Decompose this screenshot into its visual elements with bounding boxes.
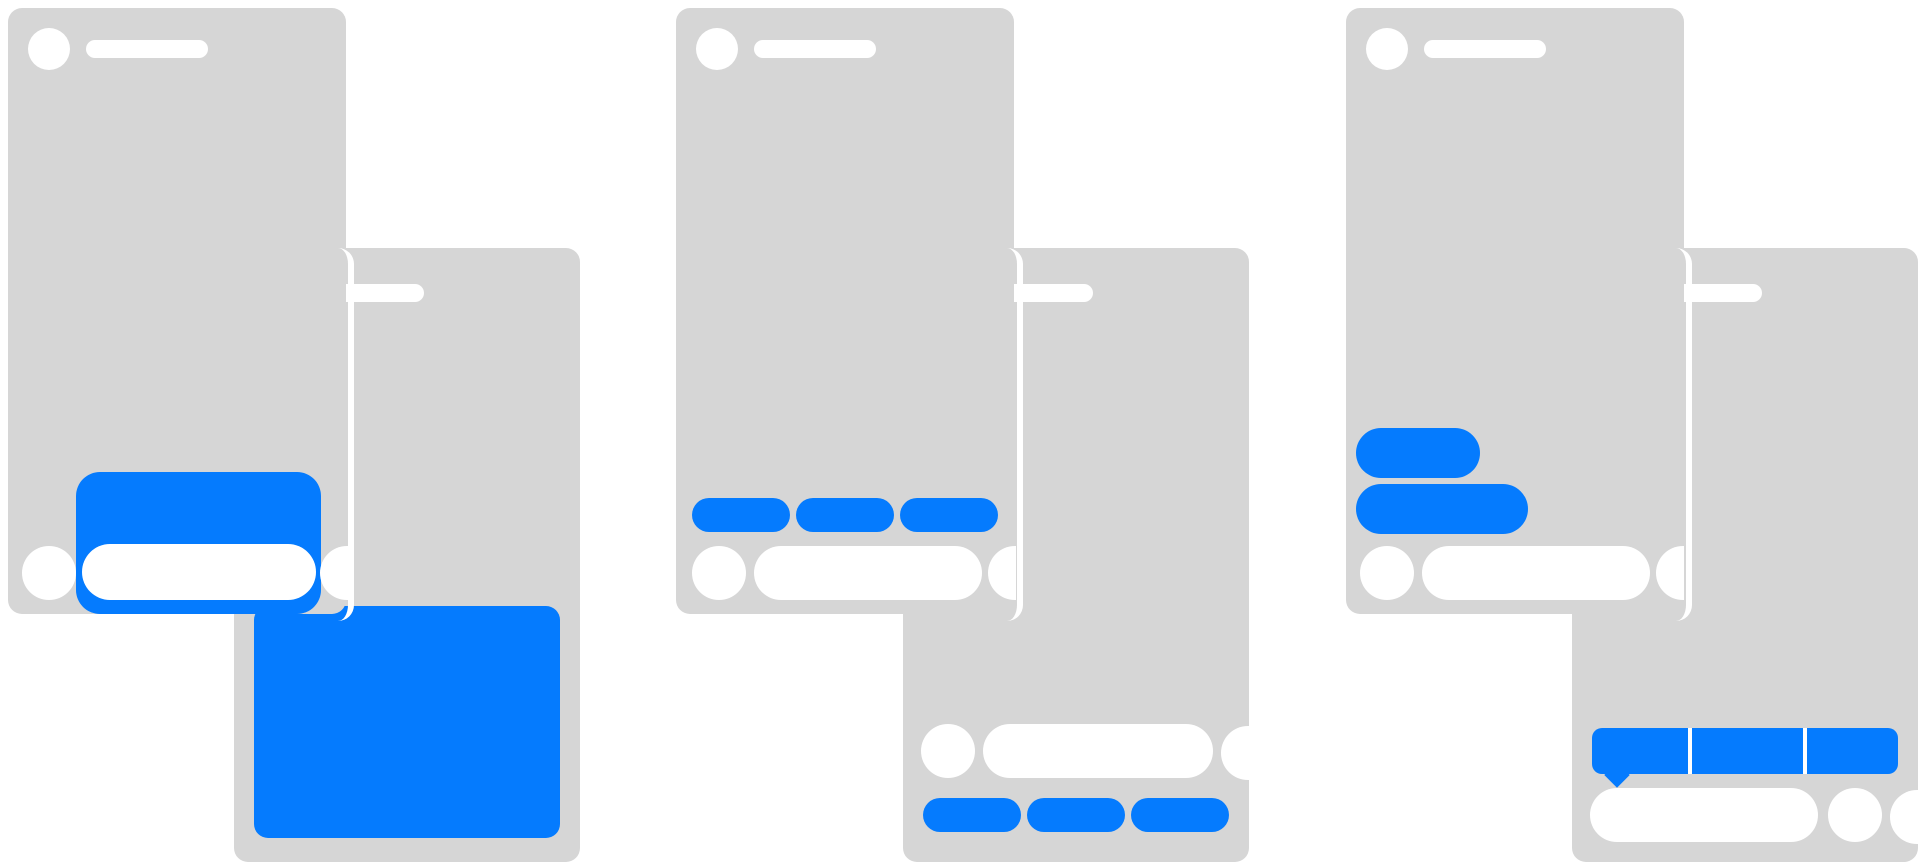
panel-2-back-composer-right-partial-circle xyxy=(1221,726,1249,780)
panel-1-back-title-pill xyxy=(336,284,424,302)
panel-3-title-pill xyxy=(1424,40,1546,58)
panel-2-suggestion-pill-1 xyxy=(692,498,790,532)
panel-2-front-phone xyxy=(676,8,1016,614)
panel-3-back-segment-divider-2 xyxy=(1803,728,1807,774)
panel-3-back-composer-right-partial-circle xyxy=(1890,790,1918,844)
panel-1-front-phone-outline xyxy=(234,248,354,621)
panel-3-back-segment-divider-1 xyxy=(1688,728,1692,774)
panel-2-avatar-circle xyxy=(696,28,738,70)
panel-2-title-pill xyxy=(754,40,876,58)
panel-2-suggestion-pill-3 xyxy=(900,498,998,532)
panel-3-front-phone xyxy=(1346,8,1684,614)
panel-2-back-suggestion-pill-1 xyxy=(923,798,1021,832)
panel-1-avatar-circle xyxy=(28,28,70,70)
panel-3-back-composer-round-button xyxy=(1828,788,1882,842)
panel-1-composer-input xyxy=(82,544,316,600)
panel-1-composer-left-circle xyxy=(22,546,76,600)
panel-3-front-phone-outline xyxy=(1572,248,1692,621)
panel-2-back-suggestion-pill-3 xyxy=(1131,798,1229,832)
panel-3-back-segmented-suggestion-bar xyxy=(1592,728,1898,774)
panel-3-composer-input xyxy=(1422,546,1650,600)
panel-2-back-composer-left-circle xyxy=(921,724,975,778)
panel-1-back-blue-keyboard-sheet xyxy=(254,606,560,838)
panel-1-title-pill xyxy=(86,40,208,58)
panel-3-back-title-pill xyxy=(1674,284,1762,302)
panel-2-front-phone-outline xyxy=(903,248,1023,621)
panel-2-back-composer-input xyxy=(983,724,1213,778)
panel-2-composer-left-circle xyxy=(692,546,746,600)
panel-3-composer-left-circle xyxy=(1360,546,1414,600)
panel-2-suggestion-pill-2 xyxy=(796,498,894,532)
panel-2-composer-input xyxy=(754,546,982,600)
panel-3-back-composer-input xyxy=(1590,788,1818,842)
panel-3-message-bubble-short xyxy=(1356,428,1480,478)
panel-2-back-suggestion-pill-2 xyxy=(1027,798,1125,832)
panel-3-avatar-circle xyxy=(1366,28,1408,70)
panel-2-back-title-pill xyxy=(1005,284,1093,302)
panel-1-front-phone xyxy=(8,8,348,614)
panel-3-message-bubble-long xyxy=(1356,484,1528,534)
